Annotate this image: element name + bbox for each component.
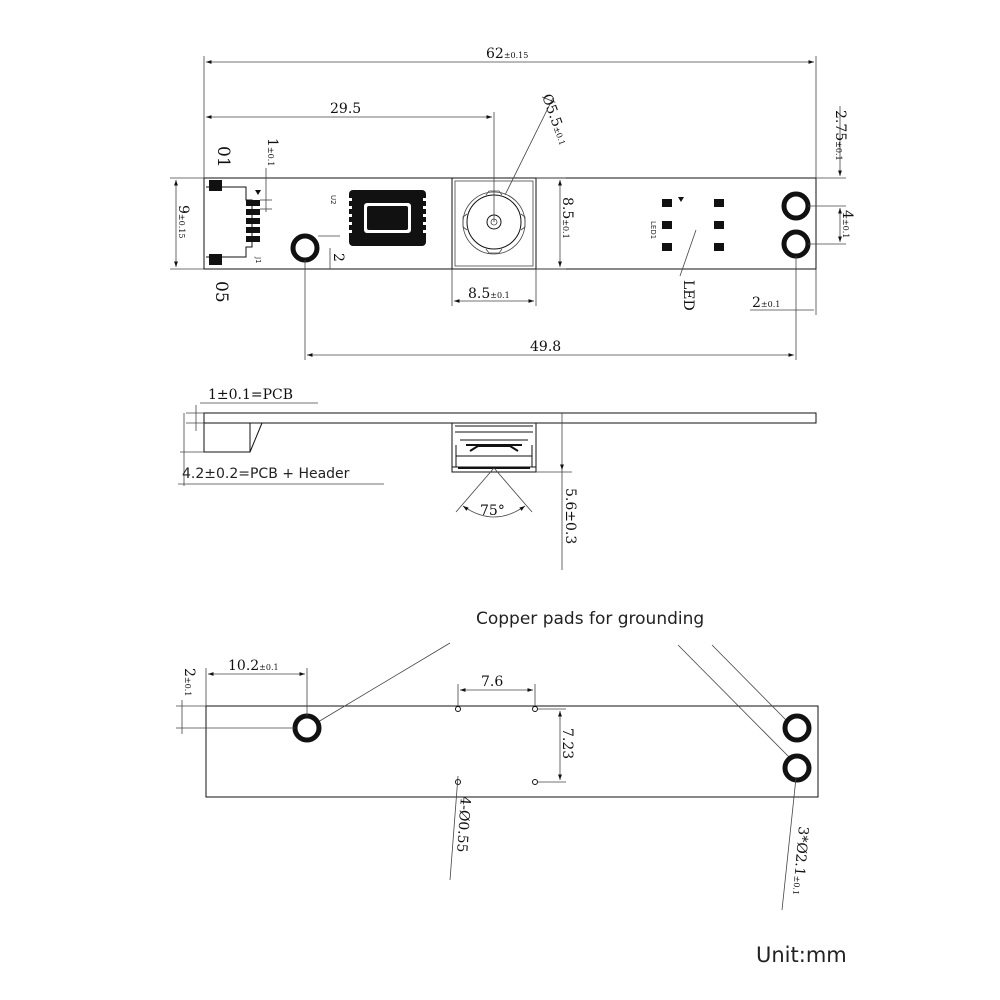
module-depth-label: 5.6±0.3 [562, 488, 578, 544]
grounding-leader-right-1 [677, 644, 791, 759]
connector-pin [246, 209, 260, 215]
pcb-side-outline [203, 412, 817, 424]
small-pads-leader [449, 775, 459, 881]
mounting-hole-left [290, 233, 320, 263]
lens-position-label: 29.5 [330, 101, 361, 117]
ground-pad-left [292, 713, 322, 743]
connector-pad [209, 254, 222, 265]
connector-pin [246, 200, 260, 206]
grounding-leader-right-2 [711, 644, 787, 721]
side-view: 75° 5.6±0.3 1±0.1=PCB 4.2±0.2=PCB + Head… [178, 387, 817, 570]
view-angle-arc [462, 505, 526, 518]
mounting-hole-right-bottom [781, 229, 811, 259]
connector-ref: J1 [254, 256, 262, 264]
unit-label: Unit:mm [756, 943, 847, 967]
hole-distance-label: 49.8 [530, 339, 561, 355]
pin1-marker [255, 190, 261, 195]
ground-pad-right-bottom [782, 753, 812, 783]
ground-pad-right-top [782, 713, 812, 743]
top-view: 1±0.1 01 05 J1 2 U2 [170, 46, 855, 360]
connector-pin [246, 218, 260, 224]
led-leader [679, 229, 697, 277]
lens-diameter-label: Ø5.5±0.1 [538, 92, 571, 147]
small-pad [455, 706, 461, 712]
bottom-view: Copper pads for grounding 10.2±0.1 2±0.1… [176, 609, 819, 911]
top-offset-label: 2±0.1 [181, 668, 197, 696]
hole-spacing-label: 4±0.1 [839, 210, 855, 238]
pin-last-label: 05 [211, 281, 231, 303]
pcb-thickness-label: 1±0.1=PCB [208, 387, 293, 403]
header-height-label: 4.2±0.2=PCB + Header [182, 466, 350, 482]
overall-length-label: 62±0.15 [486, 46, 528, 62]
connector-outline [206, 186, 253, 258]
grounding-note: Copper pads for grounding [476, 609, 704, 629]
module-height-label: 8.5±0.1 [559, 197, 575, 239]
holes-label: 3*Ø2.1±0.1 [789, 826, 811, 896]
left-hole-x-label: 10.2±0.1 [228, 658, 279, 674]
holes-leader [781, 777, 797, 911]
pad-spacing-x-label: 7.6 [481, 674, 503, 690]
pcb-height-label: 9±0.15 [175, 205, 191, 238]
connector-pin [246, 227, 260, 233]
view-angle-label: 75° [480, 503, 505, 519]
sensor-chip [349, 190, 426, 246]
pad-spacing-y-label: 7.23 [559, 728, 575, 759]
pin-first-label: 01 [213, 146, 233, 168]
right-offset-label: 2±0.1 [752, 295, 780, 311]
module-width-label: 8.5±0.1 [468, 286, 510, 302]
small-pad [532, 779, 538, 785]
header-side-outline [203, 422, 263, 453]
mounting-hole-right-top [781, 191, 811, 221]
led-component [662, 197, 724, 251]
pcb-outline-bottom [205, 705, 819, 798]
connector-pad [209, 180, 222, 191]
edge-offset-label: 2.75±0.1 [832, 110, 848, 161]
small-pads-label: 4-Ø0.55 [453, 796, 473, 853]
lens-diameter-leader [504, 97, 554, 196]
led-ref: LED1 [649, 221, 657, 239]
hole-offset-label: 2 [330, 253, 346, 262]
grounding-leader-left [317, 642, 451, 723]
small-pad [532, 706, 538, 712]
connector-pin [246, 236, 260, 242]
sensor-ref: U2 [329, 195, 337, 205]
pin-pitch-label: 1±0.1 [264, 138, 280, 166]
camera-side [451, 422, 537, 473]
led-label: LED [680, 280, 696, 311]
